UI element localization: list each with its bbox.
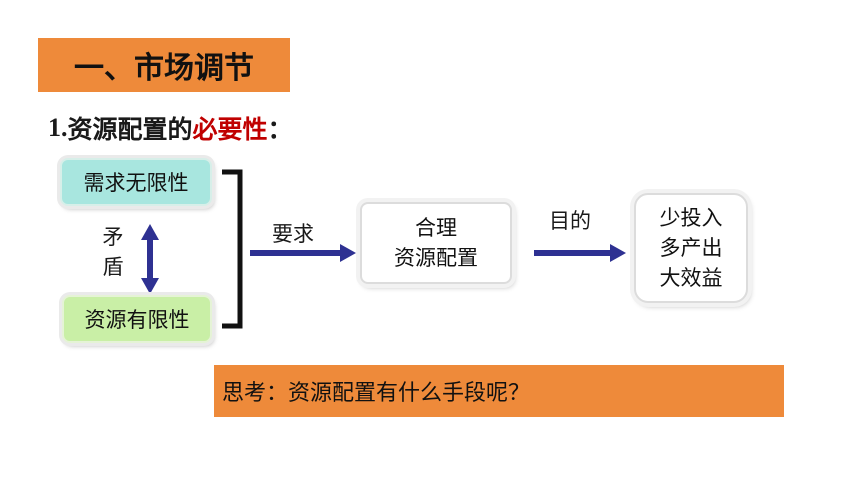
heading-number: 1. — [48, 113, 68, 142]
purpose-label: 目的 — [549, 209, 591, 233]
heading-prefix: 资源配置的 — [67, 115, 193, 144]
allocation-box: 合理 资源配置 — [360, 202, 512, 284]
allocation-line-2: 资源配置 — [394, 246, 478, 270]
heading-suffix: ： — [267, 115, 293, 144]
section-title-banner: 一、市场调节 — [38, 38, 290, 92]
demand-label: 需求无限性 — [83, 171, 189, 195]
purpose-arrow — [534, 244, 626, 262]
goal-line-2: 多产出 — [659, 236, 723, 260]
think-question-text: 思考：资源配置有什么手段呢？ — [222, 381, 531, 406]
demand-infinite-box: 需求无限性 — [60, 158, 212, 206]
subheading: 1. 资源配置的 必要性 ： — [48, 110, 293, 146]
section-title: 一、市场调节 — [74, 51, 254, 86]
resource-limited-box: 资源有限性 — [62, 295, 212, 343]
conflict-label: 矛 盾 — [100, 222, 126, 282]
goal-line-1: 少投入 — [659, 206, 723, 230]
conflict-double-arrow — [141, 224, 159, 294]
resource-label: 资源有限性 — [84, 308, 190, 332]
heading-highlight: 必要性 — [192, 115, 268, 144]
goal-box: 少投入 多产出 大效益 — [634, 193, 748, 303]
grouping-bracket — [222, 169, 243, 329]
conflict-char-2: 盾 — [102, 255, 124, 279]
conflict-char-1: 矛 — [102, 225, 124, 249]
require-label: 要求 — [272, 222, 314, 246]
require-arrow — [250, 244, 356, 262]
goal-line-3: 大效益 — [659, 266, 723, 290]
allocation-line-1: 合理 — [415, 216, 457, 240]
think-question-bar: 思考：资源配置有什么手段呢？ — [214, 365, 784, 417]
